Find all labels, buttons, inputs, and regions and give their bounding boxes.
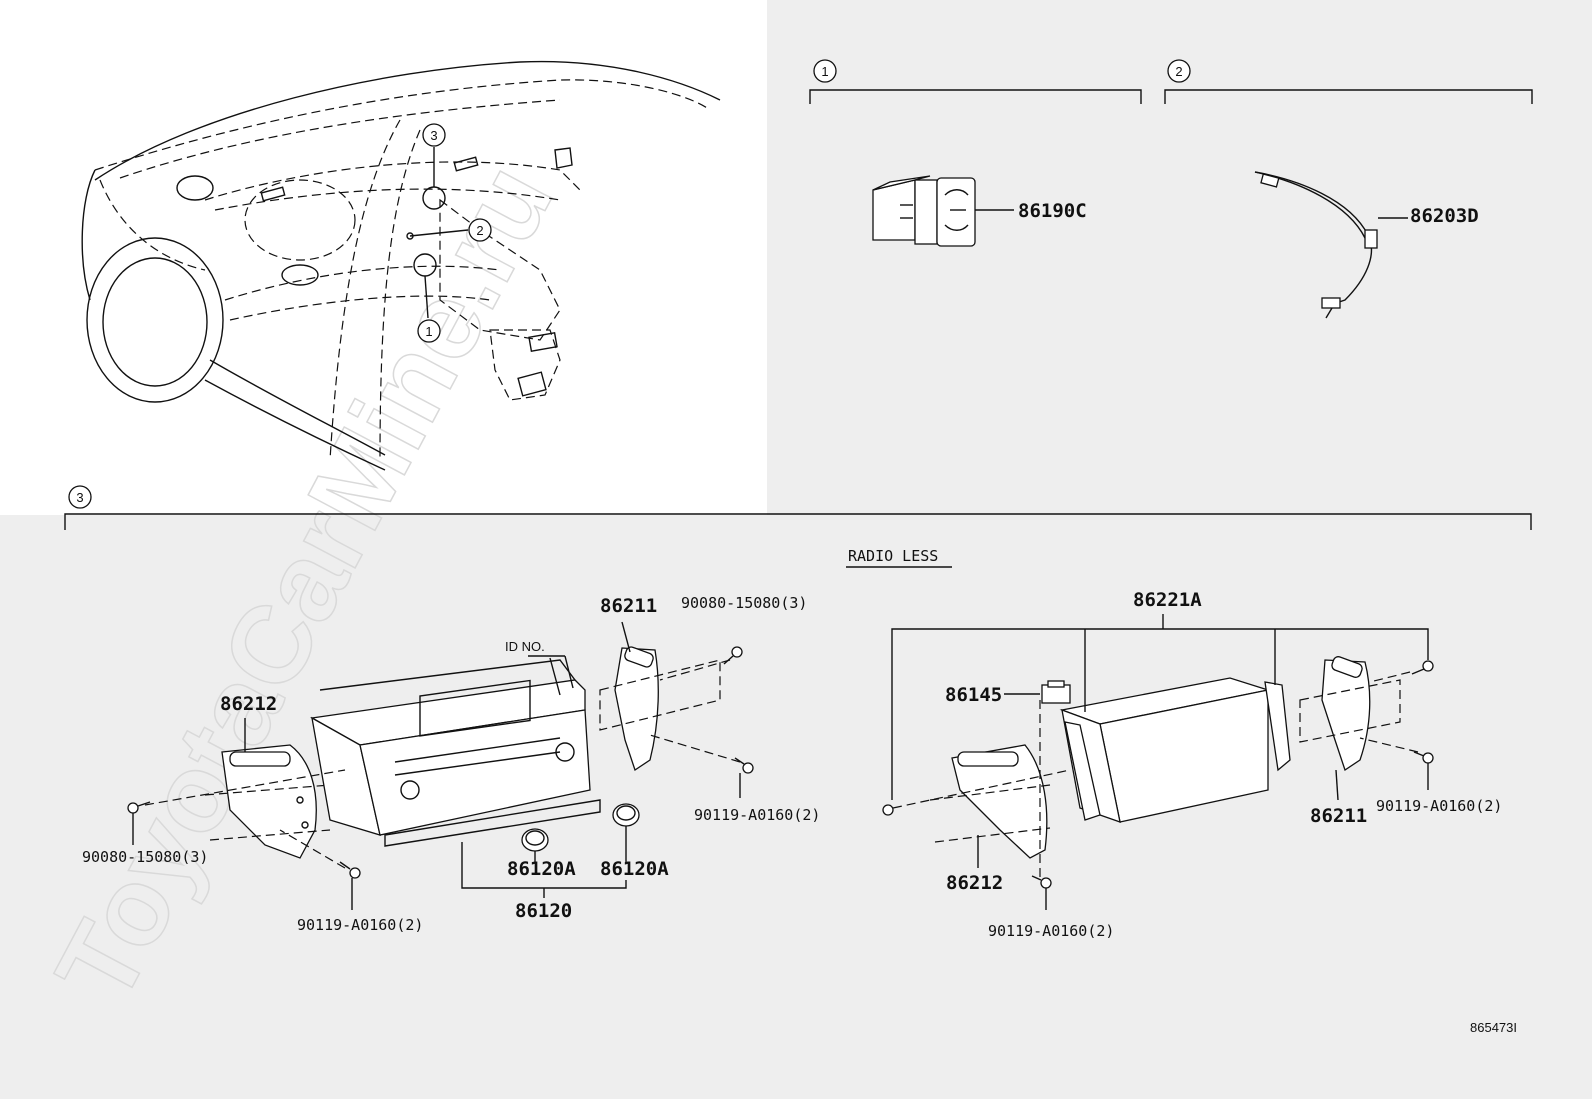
- bracket-86211-left-group-drawing: [599, 646, 721, 772]
- part-label-86211-right: 86211: [1310, 805, 1367, 827]
- overview-callout-2: 2: [468, 218, 492, 242]
- part-label-86212-left: 86212: [220, 693, 277, 715]
- section-1: 1 86190C: [809, 59, 1142, 247]
- section-1-bracket: [809, 89, 1142, 104]
- screw-top-drawing: [723, 646, 743, 665]
- section-3: 3 RADIO LESS: [64, 485, 1532, 940]
- part-label-90119-a0160-bottom: 90119-A0160(2): [297, 916, 423, 934]
- knob-86120a-1-drawing: [521, 828, 549, 852]
- section-3-marker-circle: [68, 485, 92, 509]
- part-label-90119-a0160-rl-right: 90119-A0160(2): [1376, 797, 1502, 815]
- section-3-marker: 3: [76, 490, 83, 505]
- overview-callout-1: 1: [417, 319, 441, 343]
- part-label-86120a-1: 86120A: [507, 858, 576, 880]
- screw-bottom-drawing: [339, 861, 361, 879]
- section-2-bracket: [1164, 89, 1533, 104]
- radio-less-group: 86221A 86145 86212 86211 90119-A0160(2) …: [882, 589, 1502, 940]
- section-2-marker: 2: [1175, 64, 1182, 79]
- radio-86120-drawing: [310, 657, 601, 847]
- part-label-86211-left: 86211: [600, 595, 657, 617]
- bracket-86212-left-drawing: [204, 744, 331, 859]
- car-interior-overview: 3 2 1: [81, 60, 721, 471]
- part-label-90080-15080-top: 90080-15080(3): [681, 594, 807, 612]
- overview-callout-3-text: 3: [430, 128, 437, 143]
- screw-left-rl-drawing: [882, 804, 894, 816]
- bracket-86212-right-drawing: [929, 744, 1051, 859]
- screw-top-rl-drawing: [1411, 660, 1434, 675]
- part-label-86190c: 86190C: [1018, 200, 1087, 222]
- overview-callout-2-text: 2: [476, 223, 483, 238]
- part-label-86120a-2: 86120A: [600, 858, 669, 880]
- part-label-86221a: 86221A: [1133, 589, 1202, 611]
- id-no-label: ID NO.: [505, 639, 545, 654]
- screw-left-drawing: [127, 801, 151, 814]
- part-label-86145: 86145: [945, 684, 1002, 706]
- box-86221a-drawing: [1059, 677, 1291, 823]
- connector-86145-drawing: [1041, 680, 1071, 704]
- section-1-marker-circle: [813, 59, 837, 83]
- part-label-86120: 86120: [515, 900, 572, 922]
- overview-callout-1-text: 1: [425, 324, 432, 339]
- section-1-marker: 1: [821, 64, 828, 79]
- screw-bottom-right-drawing: [734, 757, 754, 774]
- part-label-90080-15080-left: 90080-15080(3): [82, 848, 208, 866]
- section-2: 2 86203D: [1164, 59, 1533, 319]
- section-3-bracket: [64, 513, 1532, 530]
- knob-86120a-2-drawing: [612, 803, 640, 827]
- diagram-code: 865473I: [1470, 1020, 1517, 1035]
- cable-86203d-drawing: [1254, 171, 1378, 319]
- part-label-86212-right: 86212: [946, 872, 1003, 894]
- part-label-86203d: 86203D: [1410, 205, 1479, 227]
- radio-less-subtitle: RADIO LESS: [848, 547, 938, 565]
- section-2-marker-circle: [1167, 59, 1191, 83]
- radio-assembly-group: 86211 90080-15080(3) ID NO. 86212 90119-…: [82, 594, 820, 934]
- switch-86190c-drawing: [872, 175, 976, 247]
- part-label-90119-a0160-rl-bottom: 90119-A0160(2): [988, 922, 1114, 940]
- part-label-90119-a0160-right: 90119-A0160(2): [694, 806, 820, 824]
- bracket-86211-right-drawing: [1299, 656, 1401, 772]
- overview-callout-3: 3: [422, 123, 446, 147]
